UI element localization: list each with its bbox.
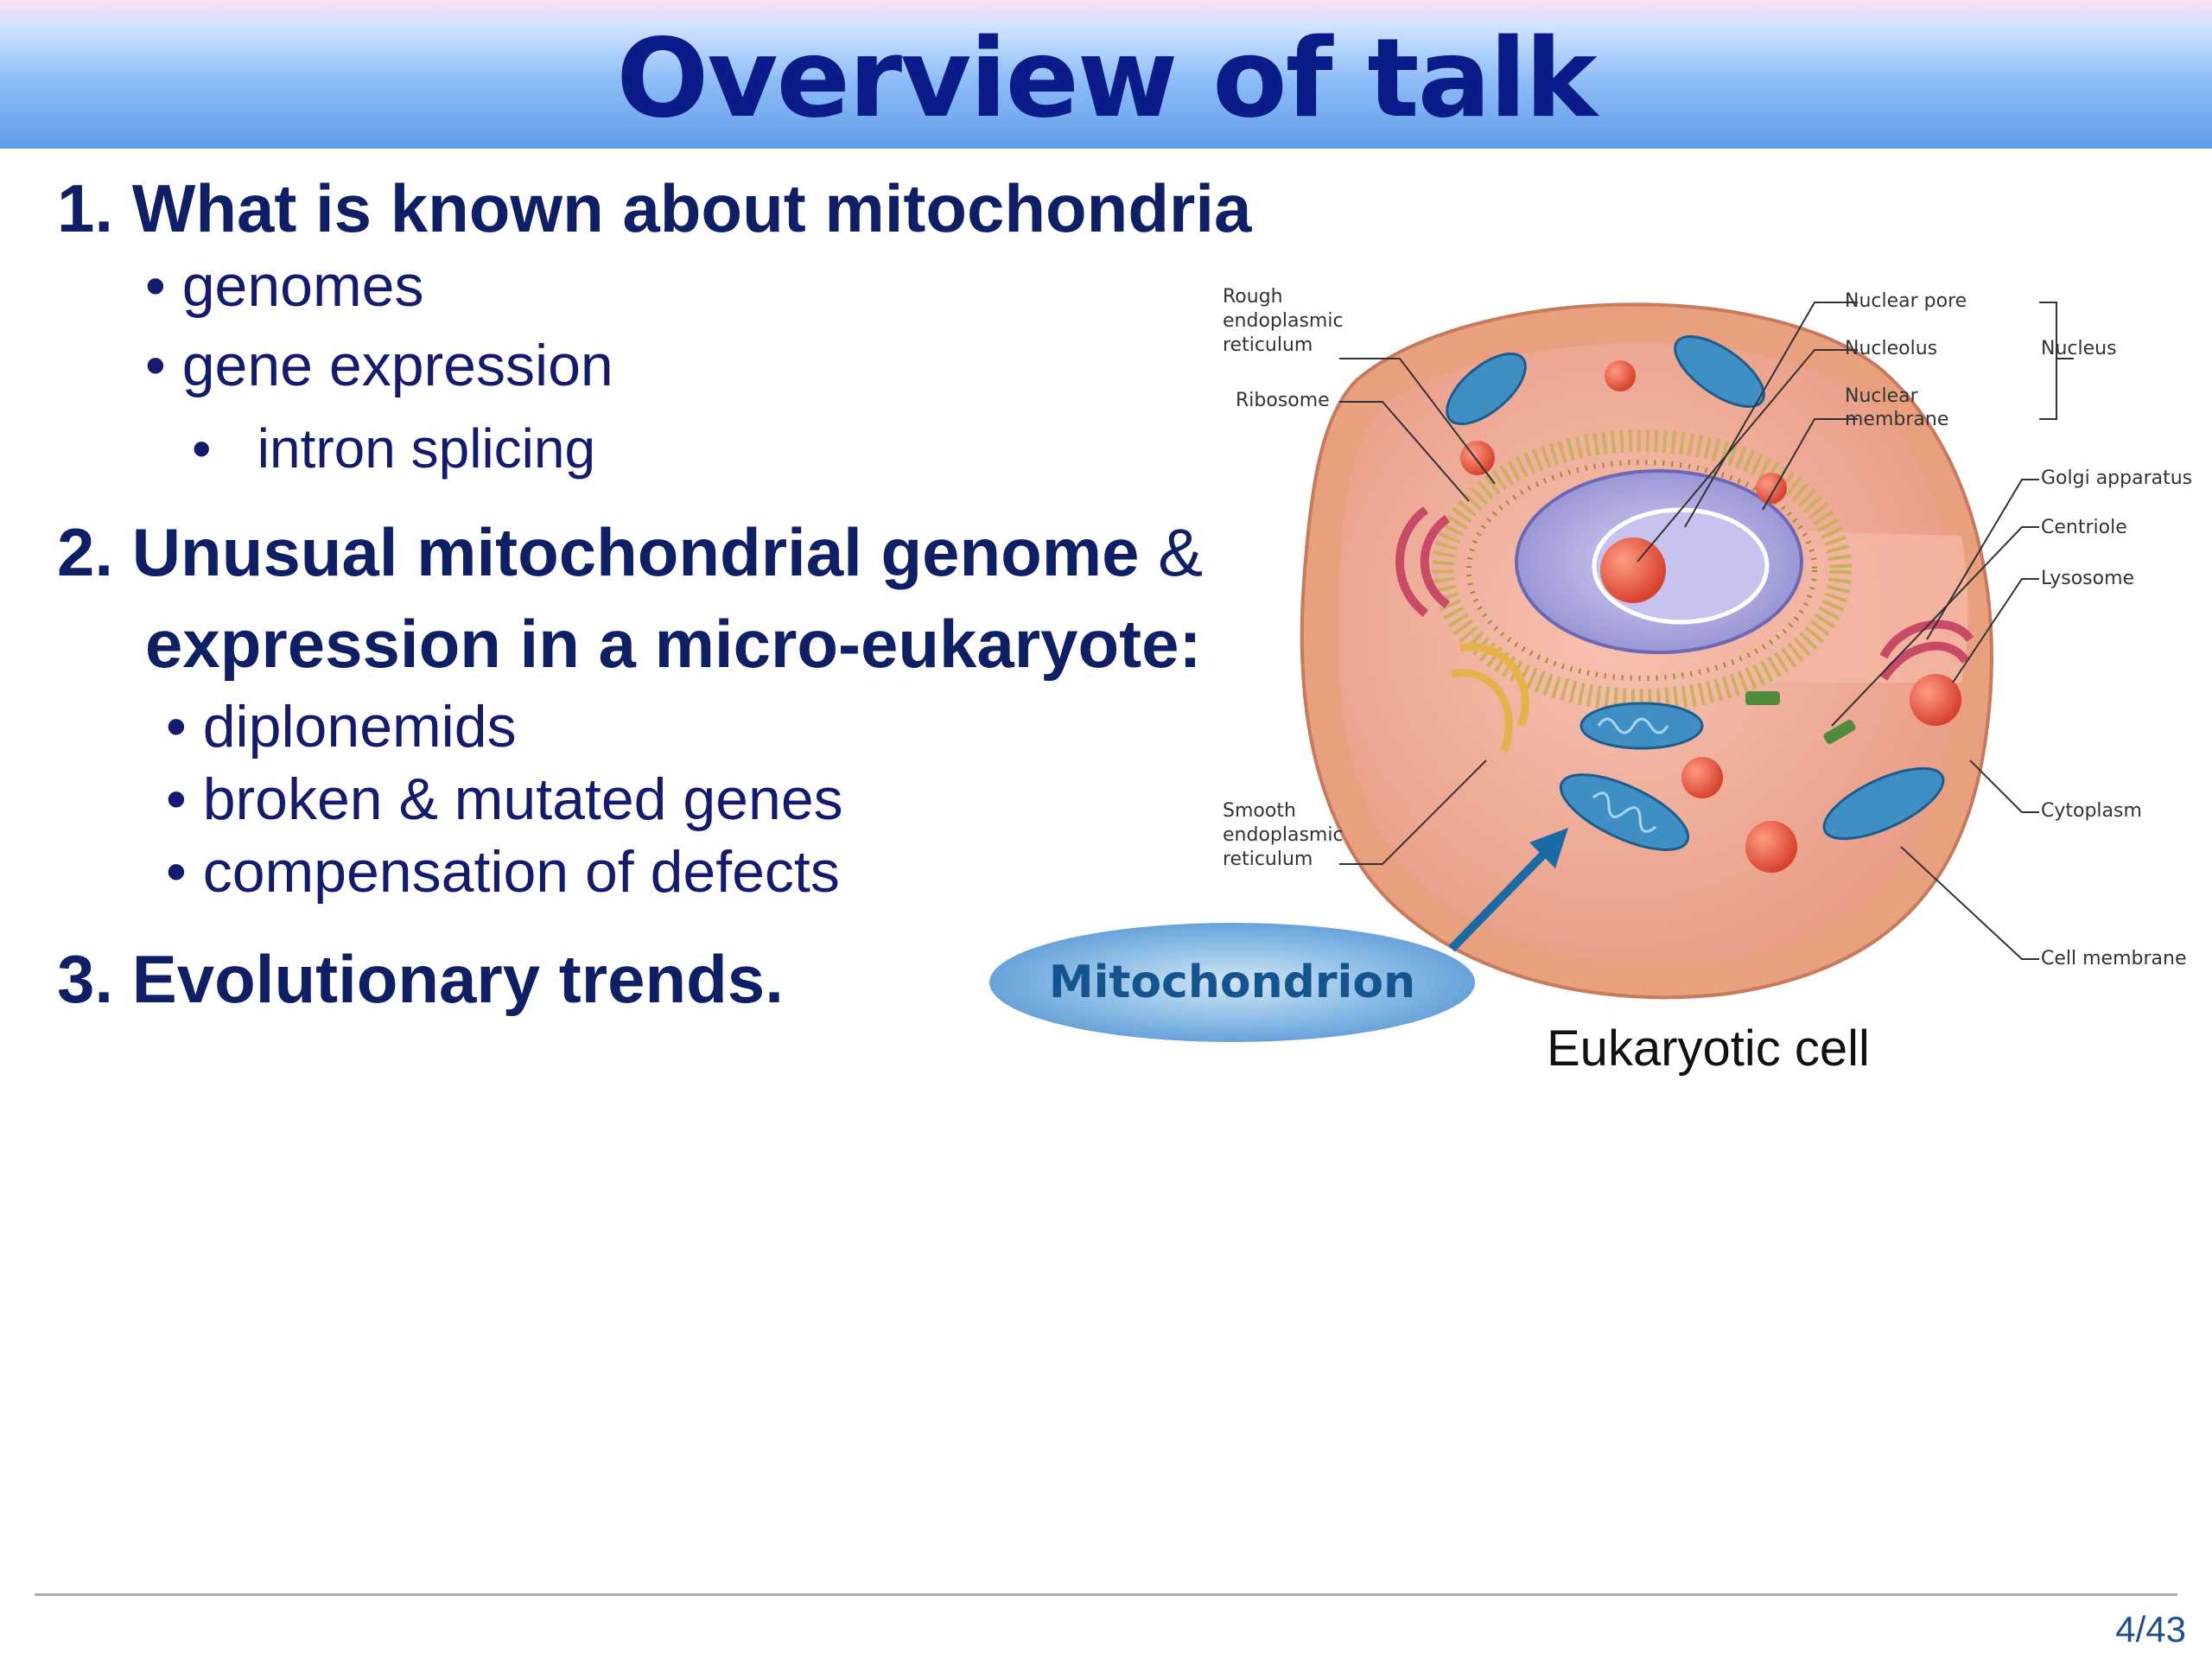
section-2-heading-line1: 2. Unusual mitochondrial genome & <box>57 514 1204 590</box>
label-smooth-er-3: reticulum <box>1223 849 1313 870</box>
label-nucleolus: Nucleolus <box>1845 338 1937 359</box>
bullet-broken-genes: • broken & mutated genes <box>166 766 843 832</box>
nucleolus-shape <box>1600 537 1666 603</box>
label-nuclear-pore: Nuclear pore <box>1845 290 1967 312</box>
section-3-heading: 3. Evolutionary trends. <box>57 941 784 1017</box>
label-rough-er-3: reticulum <box>1223 334 1313 356</box>
label-ribosome: Ribosome <box>1236 390 1330 411</box>
bullet-compensation: • compensation of defects <box>166 839 840 905</box>
page-number: 4/43 <box>2115 1609 2186 1649</box>
label-cytoplasm: Cytoplasm <box>2041 800 2142 822</box>
bullet-gene-expression: • gene expression <box>145 333 613 398</box>
eukaryotic-cell-illustration: Rough endoplasmic reticulum Ribosome Smo… <box>1223 286 2192 1000</box>
label-nuclear-membrane-1: Nuclear <box>1845 385 1919 407</box>
section-1-heading: 1. What is known about mitochondria <box>57 170 1252 246</box>
footer-divider <box>35 1593 2177 1596</box>
label-centriole: Centriole <box>2041 517 2127 538</box>
subbullet-intron-splicing: • intron splicing <box>192 417 596 480</box>
label-cell-membrane: Cell membrane <box>2041 948 2186 969</box>
title-bar <box>0 0 2212 149</box>
mitochondrion-callout <box>989 923 1475 1042</box>
figure-caption: Eukaryotic cell <box>1547 1020 1870 1077</box>
label-nuclear-membrane-2: membrane <box>1845 409 1948 430</box>
label-smooth-er-1: Smooth <box>1223 800 1296 822</box>
cell-labels: Rough endoplasmic reticulum Ribosome Smo… <box>1223 286 2192 969</box>
section-2-heading-line2: expression in a micro-eukaryote: <box>145 606 1202 682</box>
label-lysosome: Lysosome <box>2041 568 2134 589</box>
label-nucleus: Nucleus <box>2041 338 2117 359</box>
label-golgi: Golgi apparatus <box>2041 467 2192 489</box>
mitochondrion-callout-label: Mitochondrion <box>1048 957 1416 1008</box>
label-smooth-er-2: endoplasmic <box>1223 824 1344 846</box>
bullet-genomes: • genomes <box>145 253 424 319</box>
label-rough-er-1: Rough <box>1223 286 1283 308</box>
bullet-diplonemids: • diplonemids <box>166 694 517 760</box>
slide-title: Overview of talk <box>616 15 1597 142</box>
label-rough-er-2: endoplasmic <box>1223 310 1344 332</box>
